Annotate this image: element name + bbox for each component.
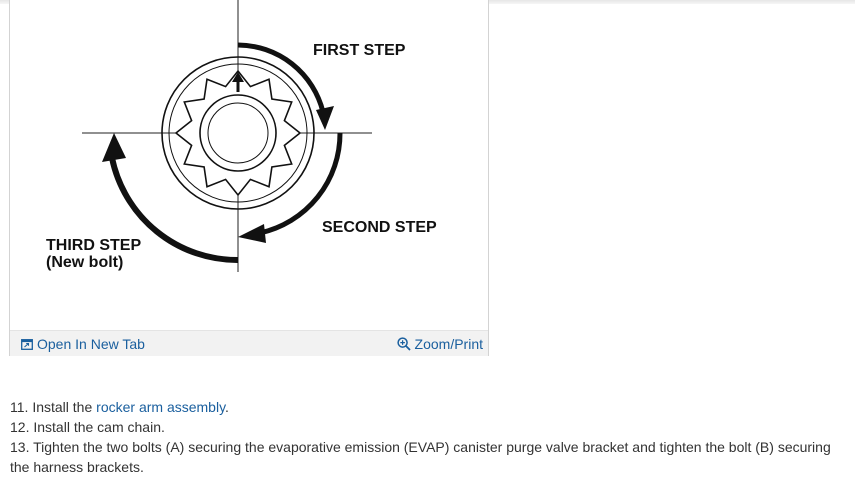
second-step-arrow [259,132,343,236]
step-text-suffix: . [225,399,229,415]
step-number: 11. [10,399,29,415]
magnifier-plus-icon [396,337,411,351]
third-step-label: THIRD STEP [46,237,141,254]
step-number: 13. [10,439,30,455]
open-in-new-tab-label: Open In New Tab [37,336,145,352]
third-step-sublabel: (New bolt) [46,254,123,271]
bolt-tightening-diagram: FIRST STEP SECOND STEP THIRD STEP (New b… [46,0,437,272]
zoom-print-label: Zoom/Print [414,336,483,352]
instruction-step-11: 11. Install the rocker arm assembly. [10,397,850,417]
rocker-arm-assembly-link[interactable]: rocker arm assembly [96,399,226,415]
step-text: Install the [32,399,97,415]
first-step-arrow [237,42,326,113]
second-step-label: SECOND STEP [322,219,437,236]
step-text: Tighten the two bolts (A) securing the e… [10,439,831,475]
first-step-label: FIRST STEP [313,42,406,59]
zoom-print-link[interactable]: Zoom/Print [396,336,483,352]
figure-footer: Open In New Tab Zoom/Print [10,330,488,356]
instruction-step-12: 12. Install the cam chain. [10,417,850,437]
instruction-step-13: 13. Tighten the two bolts (A) securing t… [10,437,850,477]
step-number: 12. [10,419,30,435]
open-in-new-tab-link[interactable]: Open In New Tab [21,336,145,352]
instruction-list: 11. Install the rocker arm assembly. 12.… [10,397,850,477]
third-step-arrow [109,157,239,264]
step-text: Install the cam chain. [33,419,165,435]
open-in-new-tab-icon [21,338,33,350]
figure-card: FIRST STEP SECOND STEP THIRD STEP (New b… [9,0,489,356]
